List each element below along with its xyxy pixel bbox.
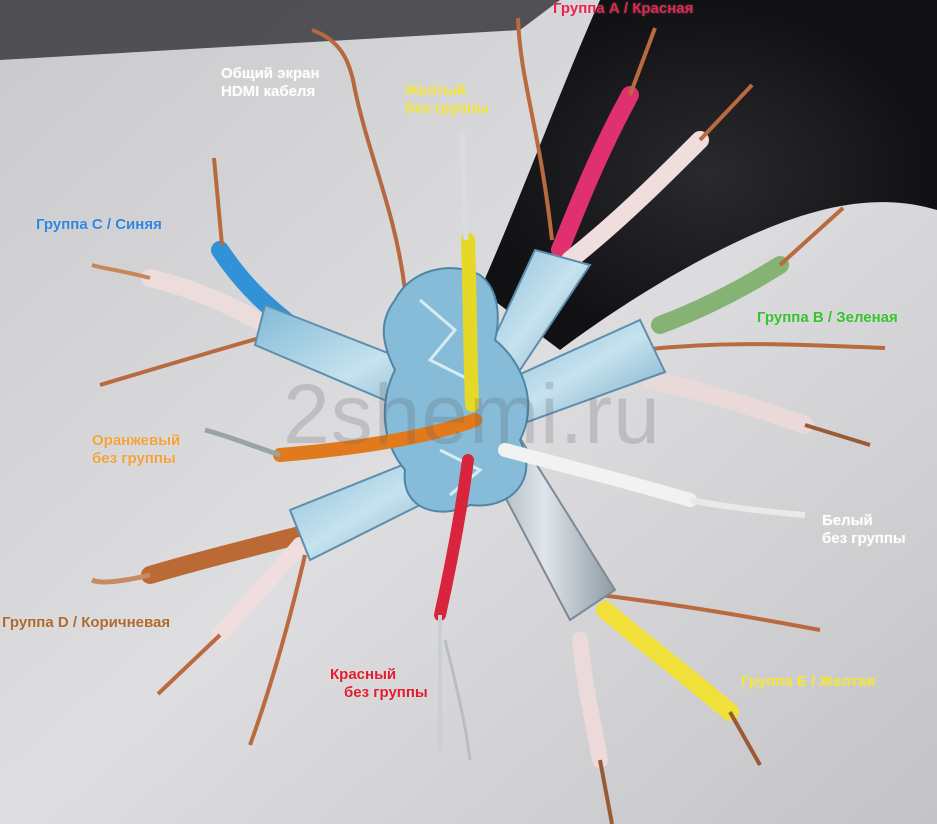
group-b-green-copper bbox=[778, 206, 845, 267]
group-b-white-wire bbox=[641, 371, 814, 434]
group-a-red-wire bbox=[551, 86, 639, 259]
label-white-line2: без группы bbox=[822, 530, 906, 547]
orange-single-wire bbox=[273, 413, 482, 462]
label-white-line1: Белый bbox=[822, 512, 873, 529]
group-a-drain-wire bbox=[516, 17, 554, 241]
white-single-wire bbox=[498, 443, 697, 507]
label-group-a: Группа А / Красная bbox=[553, 0, 694, 17]
label-orange: Оранжевый без группы bbox=[92, 432, 180, 468]
label-white: Белый без группы bbox=[822, 512, 906, 548]
label-orange-line1: Оранжевый bbox=[92, 432, 181, 449]
label-yellow-line1: Желтый bbox=[405, 82, 466, 99]
label-shield: Общий экран HDMI кабеля bbox=[221, 65, 320, 101]
group-e-white-wire bbox=[572, 632, 608, 768]
group-a-white-copper bbox=[698, 83, 754, 142]
red-single-shield-2 bbox=[443, 639, 472, 761]
group-e-yellow-copper bbox=[728, 711, 762, 766]
black-cable-jacket bbox=[480, 0, 937, 350]
label-group-c: Группа С / Синяя bbox=[36, 216, 162, 233]
group-d-drain-wire bbox=[248, 554, 307, 746]
group-d-brown-copper bbox=[90, 572, 151, 585]
group-d-white-copper bbox=[156, 633, 222, 696]
group-d-brown-wire bbox=[141, 526, 309, 584]
label-group-d: Группа D / Коричневая bbox=[2, 614, 171, 631]
white-single-shield bbox=[689, 497, 806, 518]
group-e-yellow-wire bbox=[596, 601, 739, 721]
watermark: 2shemi.ru bbox=[283, 367, 661, 461]
yellow-single-wire bbox=[461, 233, 479, 412]
label-red: Красный без группы bbox=[330, 666, 428, 702]
label-yellow-line2: без группы bbox=[405, 100, 489, 117]
label-shield-line2: HDMI кабеля bbox=[221, 83, 316, 100]
group-a-red-copper bbox=[628, 27, 657, 96]
group-b-white-copper bbox=[804, 423, 871, 447]
yellow-single-shield bbox=[459, 129, 469, 241]
dark-surface bbox=[0, 0, 560, 60]
label-shield-line1: Общий экран bbox=[221, 65, 320, 82]
group-a-white-wire bbox=[561, 131, 709, 269]
group-c-white-copper bbox=[91, 263, 151, 280]
group-c-drain-wire bbox=[99, 333, 271, 387]
group-e-white-copper bbox=[598, 759, 614, 824]
group-b-drain-wire bbox=[639, 342, 886, 352]
label-group-b: Группа В / Зеленая bbox=[757, 309, 898, 326]
orange-single-shield bbox=[204, 427, 281, 458]
label-red-line1: Красный bbox=[330, 666, 397, 683]
label-red-line2: без группы bbox=[344, 684, 428, 701]
label-group-e: Группа Е / Желтая bbox=[741, 673, 876, 690]
group-b-green-wire bbox=[651, 256, 789, 334]
group-d-white-wire bbox=[212, 537, 308, 643]
group-c-blue-copper bbox=[212, 157, 224, 246]
shield-drain-wire bbox=[311, 28, 407, 291]
central-foil-bundle bbox=[382, 267, 530, 513]
red-single-wire bbox=[434, 454, 474, 621]
label-orange-line2: без группы bbox=[92, 450, 176, 467]
label-yellow: Желтый без группы bbox=[405, 82, 489, 118]
group-e-drain-wire bbox=[599, 593, 821, 632]
